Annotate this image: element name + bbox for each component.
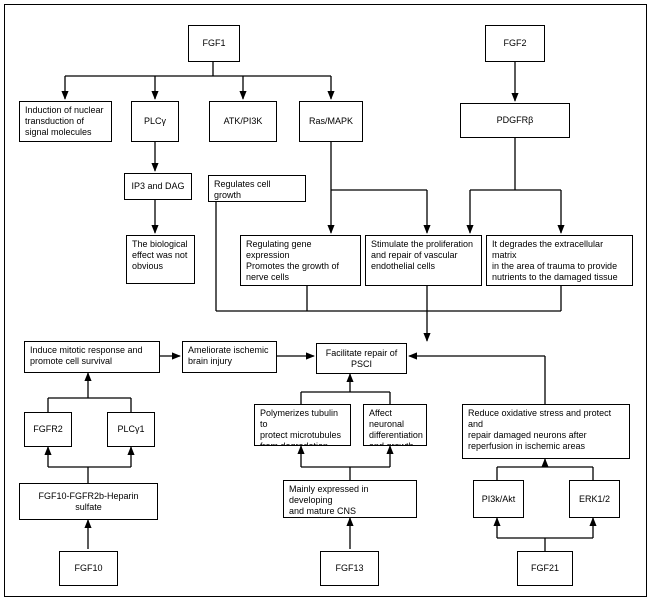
node-pi3k: PI3k/Akt (473, 480, 524, 518)
node-fgf1: FGF1 (188, 25, 240, 62)
node-plcg1: PLCγ1 (107, 412, 155, 447)
node-fgfr2: FGFR2 (24, 412, 72, 447)
node-pdgfr: PDGFRβ (460, 103, 570, 138)
node-gene: Regulating gene expression Promotes the … (240, 235, 361, 286)
figure-frame (4, 4, 647, 597)
node-tubulin: Polymerizes tubulin to protect microtubu… (254, 404, 351, 446)
node-neuronal: Affect neuronal differentiation and grow… (363, 404, 427, 446)
node-bio: The biological effect was not obvious (126, 235, 195, 284)
node-oxidative: Reduce oxidative stress and protect and … (462, 404, 630, 459)
node-regulates: Regulates cell growth and proliferation (208, 175, 306, 202)
node-mitotic: Induce mitotic response and promote cell… (24, 341, 160, 373)
node-atk: ATK/PI3K (209, 101, 277, 142)
node-cns: Mainly expressed in developing and matur… (283, 480, 417, 518)
node-fgf2: FGF2 (485, 25, 545, 62)
node-fgf10: FGF10 (59, 551, 118, 586)
node-heparin: FGF10-FGFR2b-Heparin sulfate (19, 483, 158, 520)
node-ip3: IP3 and DAG (124, 173, 192, 200)
node-ras: Ras/MAPK (299, 101, 363, 142)
node-fgf21: FGF21 (517, 551, 573, 586)
node-plcg: PLCγ (131, 101, 179, 142)
node-ameliorate: Ameliorate ischemic brain injury (182, 341, 277, 373)
node-psci: Facilitate repair of PSCI (316, 343, 407, 374)
node-nuclear: Induction of nuclear transduction of sig… (19, 101, 112, 142)
node-stimulate: Stimulate the proliferation and repair o… (365, 235, 482, 286)
node-erk: ERK1/2 (569, 480, 620, 518)
node-fgf13: FGF13 (320, 551, 379, 586)
node-degrade: It degrades the extracellular matrix in … (486, 235, 633, 286)
